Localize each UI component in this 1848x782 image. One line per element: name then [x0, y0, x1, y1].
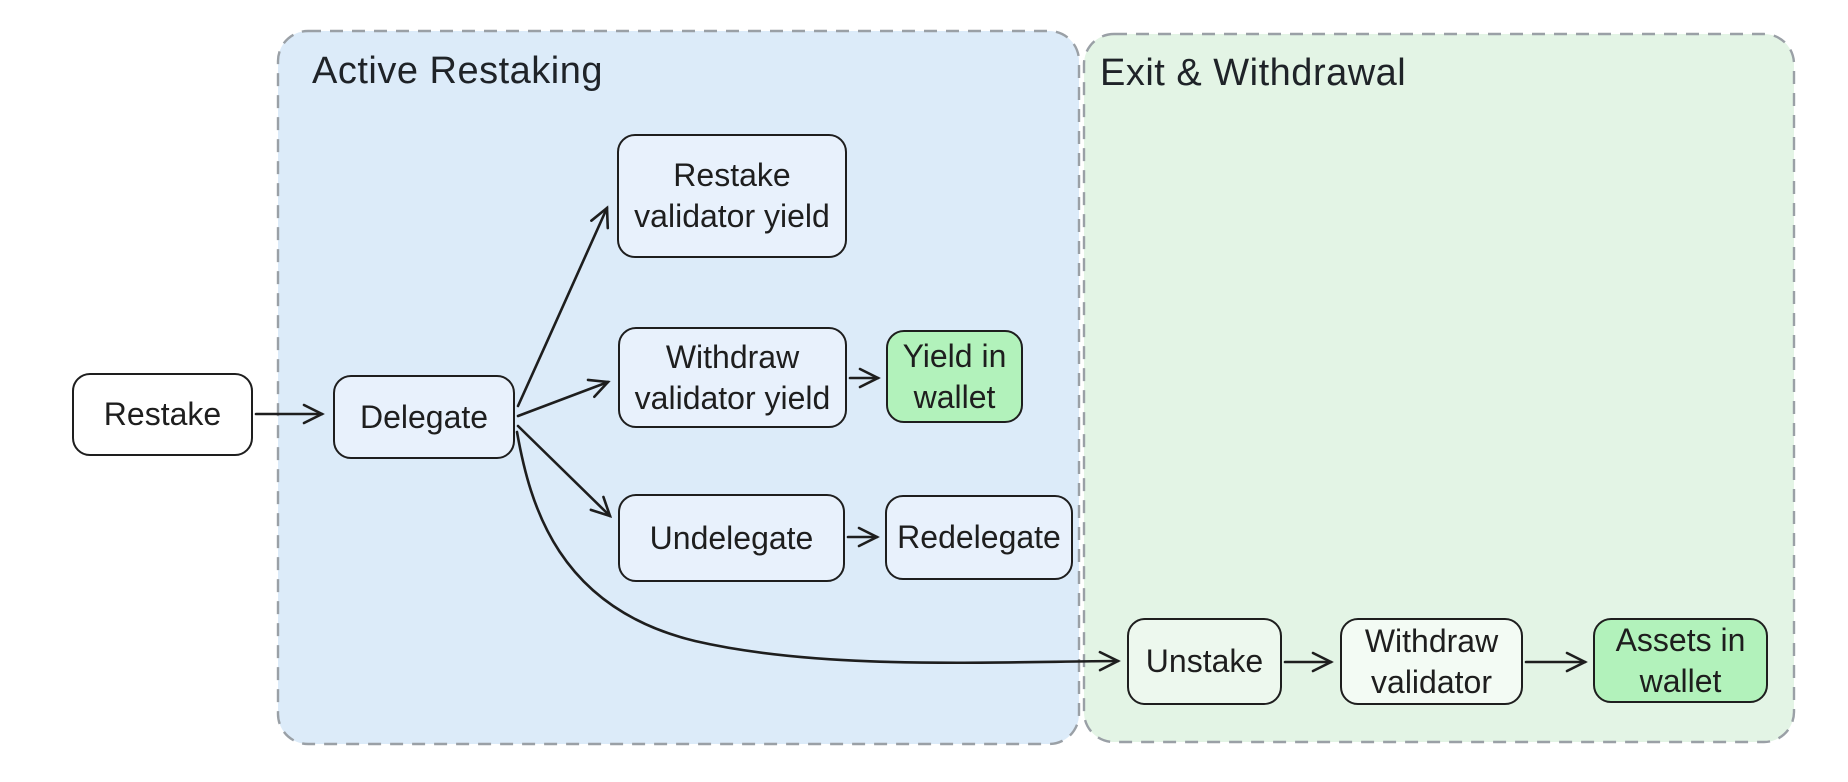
region-title-exit-withdrawal: Exit & Withdrawal [1100, 52, 1407, 94]
node-redelegate[interactable]: Redelegate [885, 495, 1073, 580]
node-restake[interactable]: Restake [72, 373, 253, 456]
node-undelegate-label: Undelegate [649, 519, 814, 556]
node-assets-in-wallet[interactable]: Assets in wallet [1593, 618, 1768, 703]
region-exit-withdrawal[interactable] [1082, 32, 1796, 744]
node-assets-in-wallet-label: Assets in wallet [1615, 621, 1746, 699]
node-yield-in-wallet-label: Yield in wallet [902, 337, 1007, 415]
node-restake-label: Restake [103, 396, 222, 433]
node-withdraw-validator-label: Withdraw validator [1364, 622, 1499, 700]
node-unstake[interactable]: Unstake [1127, 618, 1282, 705]
node-withdraw-validator-yield-label: Withdraw validator yield [634, 338, 831, 416]
node-redelegate-label: Redelegate [897, 519, 1061, 556]
node-delegate-label: Delegate [359, 398, 489, 435]
node-undelegate[interactable]: Undelegate [618, 494, 845, 582]
node-restake-validator-yield-label: Restake validator yield [634, 157, 830, 234]
node-withdraw-validator-yield[interactable]: Withdraw validator yield [618, 327, 847, 428]
node-delegate[interactable]: Delegate [333, 375, 515, 459]
node-restake-validator-yield[interactable]: Restake validator yield [617, 134, 847, 258]
node-yield-in-wallet[interactable]: Yield in wallet [886, 330, 1023, 423]
region-title-active-restaking: Active Restaking [312, 50, 604, 92]
node-unstake-label: Unstake [1145, 643, 1264, 680]
node-withdraw-validator[interactable]: Withdraw validator [1340, 618, 1523, 705]
